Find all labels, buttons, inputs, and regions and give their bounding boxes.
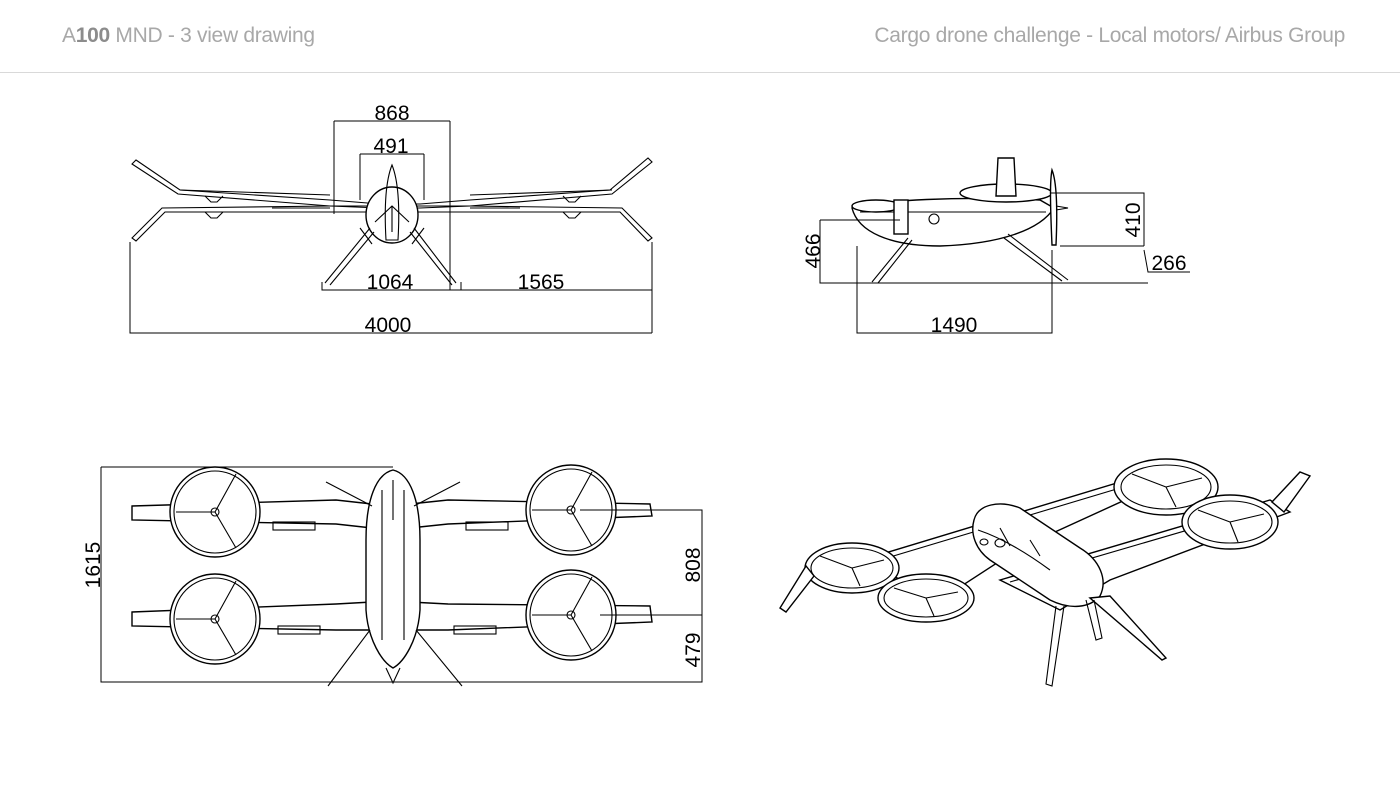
dim-height: 466 [802, 233, 825, 268]
rotor-front-right [525, 464, 617, 556]
persp-rotor-right-front [1113, 458, 1219, 516]
dim-ground-clearance: 266 [1151, 252, 1186, 275]
dim-rotor-height: 410 [1122, 202, 1145, 237]
dim-half-span: 1565 [518, 271, 565, 294]
dim-nacelle-outer: 868 [374, 102, 409, 125]
persp-rotor-left-rear [877, 573, 975, 623]
rotor-rear-left [169, 573, 261, 665]
persp-rotor-left-front [779, 542, 900, 613]
dim-nacelle-inner: 491 [373, 135, 408, 158]
top-view: 1615 808 479 [82, 464, 705, 687]
dim-total-width: 1615 [82, 542, 105, 589]
dim-tail-offset: 479 [682, 632, 705, 667]
rotor-front-left [169, 466, 261, 558]
perspective-view [779, 458, 1312, 687]
rotor-rear-right [525, 569, 617, 661]
dim-length: 1490 [931, 314, 978, 337]
front-view: 868 491 1064 1565 4000 [129, 102, 653, 337]
drawing-title: A100 MND - 3 view drawing [62, 24, 315, 47]
dim-leg-span: 1064 [367, 271, 414, 294]
project-subtitle: Cargo drone challenge - Local motors/ Ai… [874, 24, 1345, 47]
dim-total-span: 4000 [365, 314, 412, 337]
dim-rotor-spacing: 808 [682, 547, 705, 582]
side-view: 466 410 266 1490 [802, 157, 1190, 337]
page-header: A100 MND - 3 view drawing Cargo drone ch… [0, 0, 1400, 73]
persp-rotor-right-rear [1181, 471, 1312, 550]
